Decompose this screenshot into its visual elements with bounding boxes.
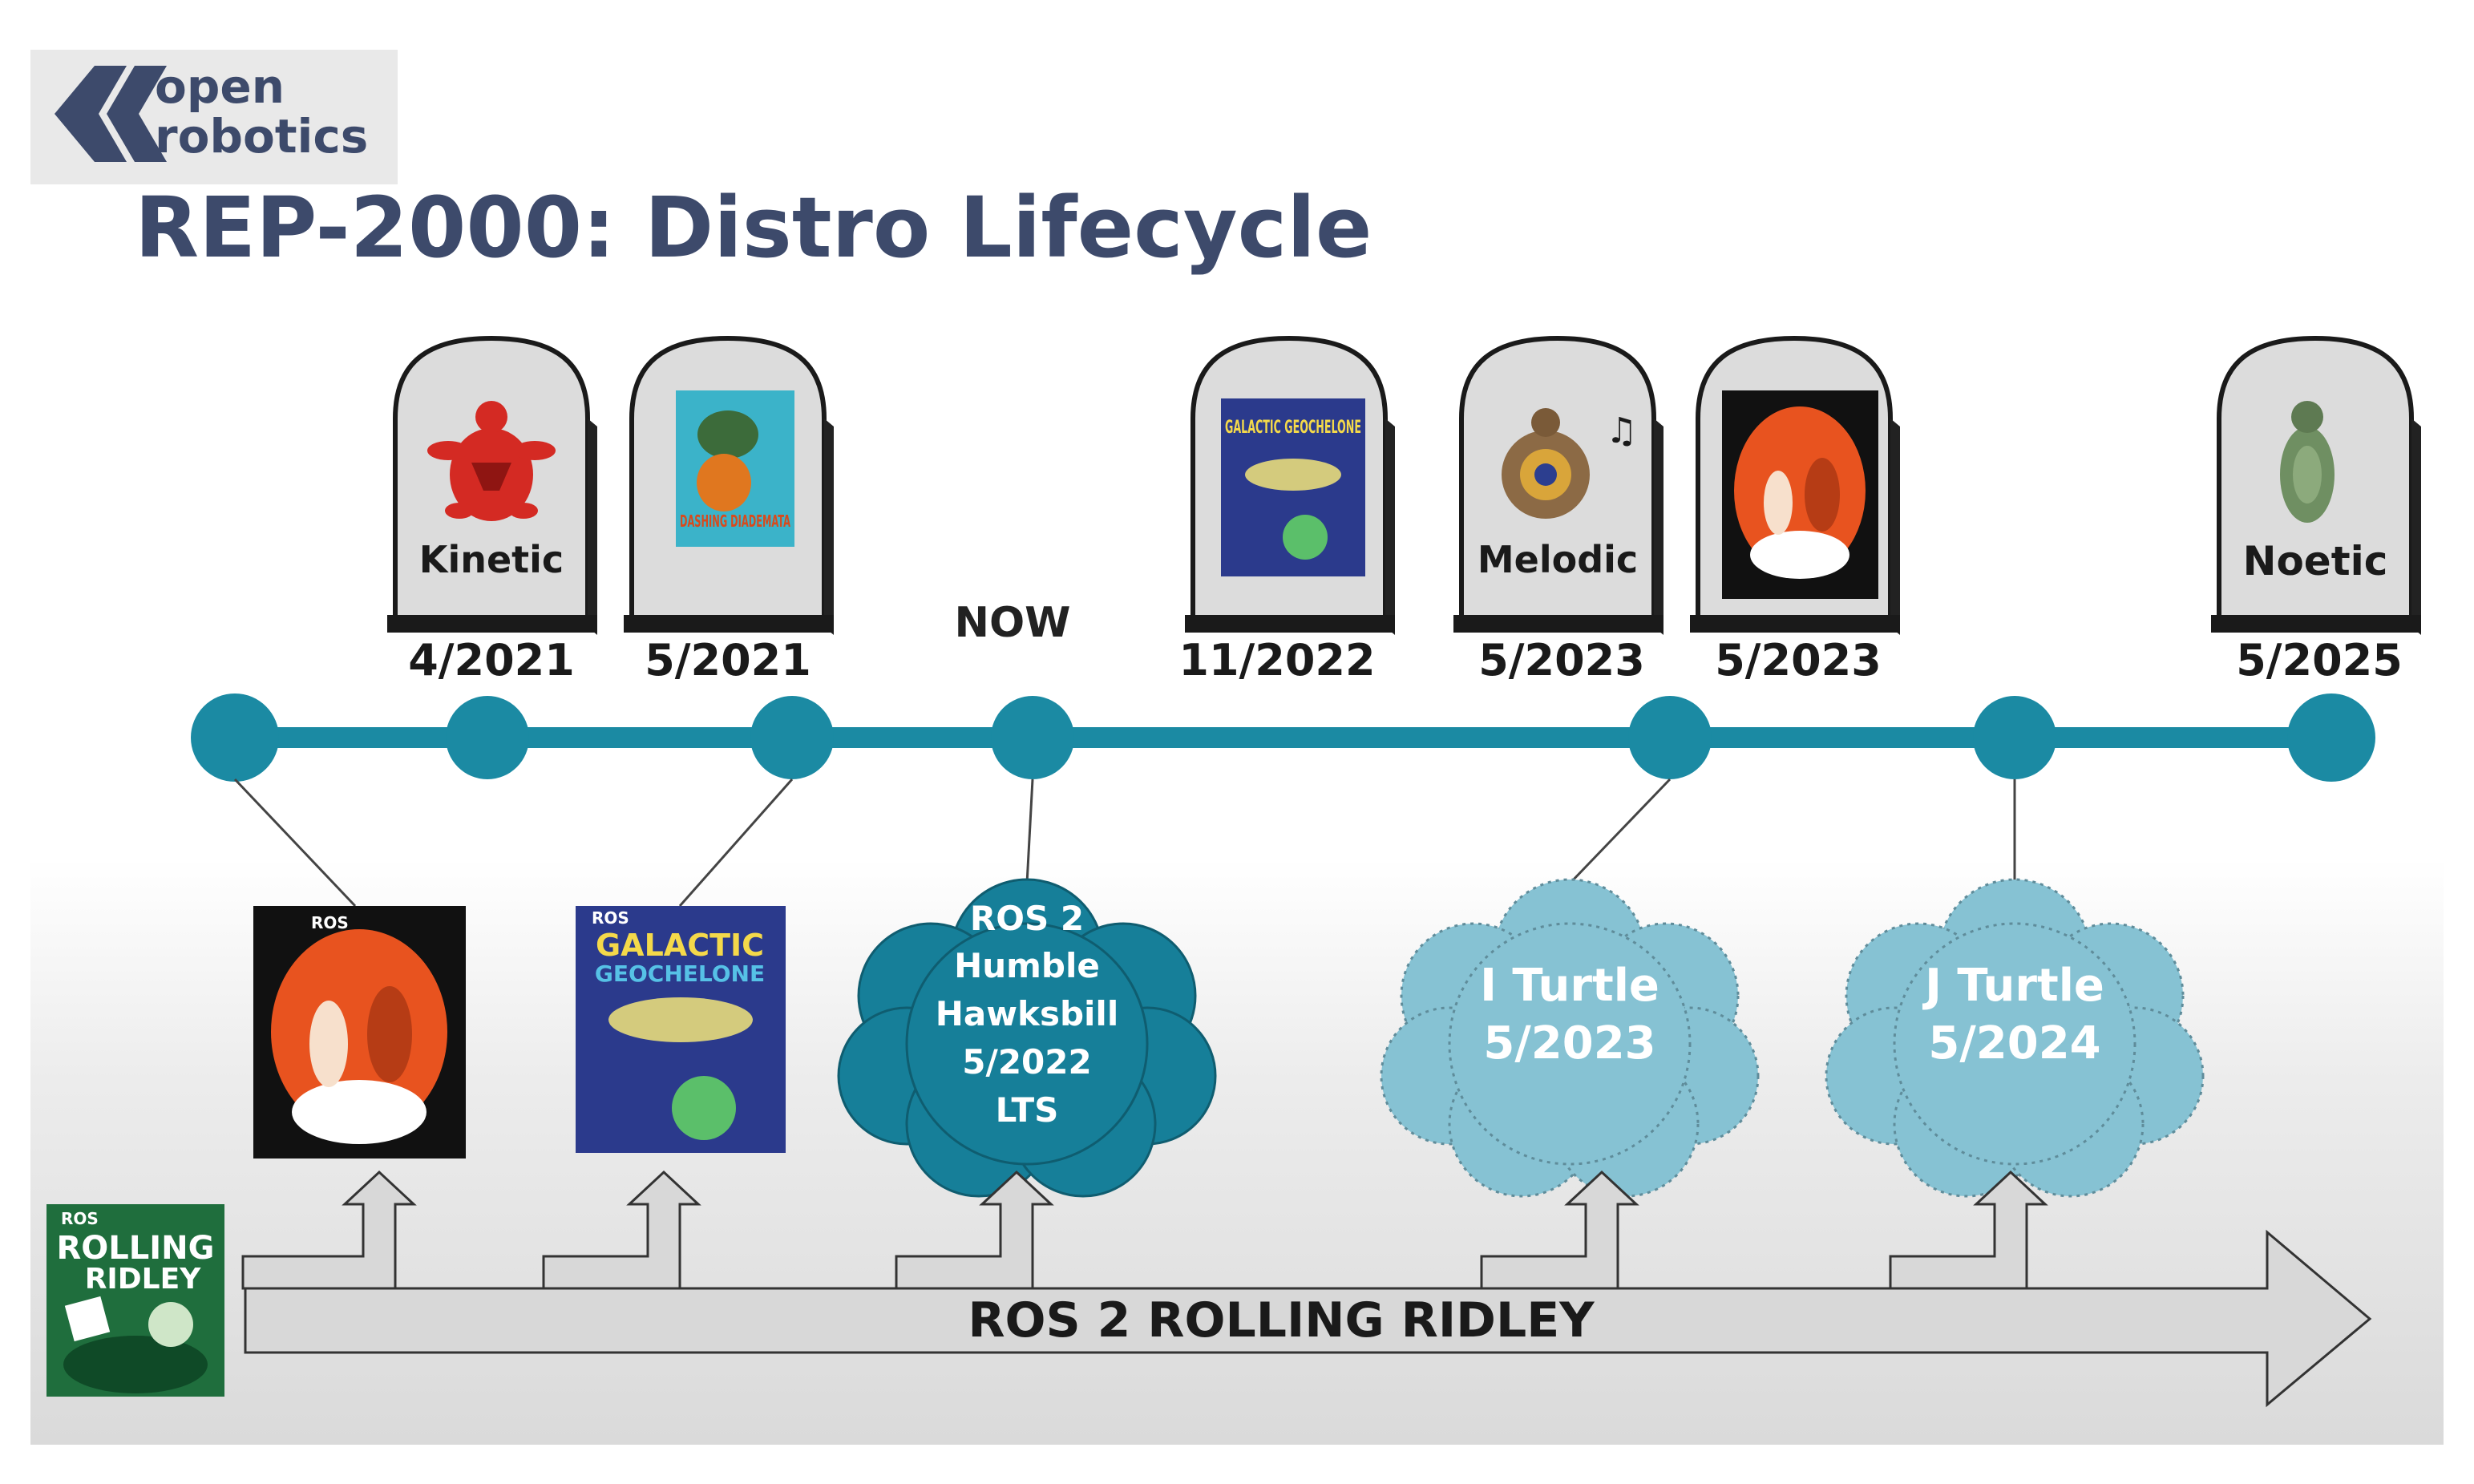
noetic-turtle-icon — [2280, 401, 2335, 523]
cloud-line: Humble — [954, 946, 1100, 985]
cloud-line: 5/2023 — [1483, 1017, 1655, 1070]
cloud-line: J Turtle — [1922, 960, 2104, 1012]
connector-lines — [233, 778, 2016, 908]
poster-text: DASHING DIADEMATA — [680, 512, 790, 531]
galactic-poster: ROS GALACTIC GEOCHELONE — [576, 906, 786, 1153]
tombstone-label: Noetic — [2243, 538, 2388, 584]
tombstone-noetic: Noetic — [2211, 338, 2421, 635]
foxy-fitzroy-poster-icon — [271, 929, 447, 1144]
now-label: NOW — [954, 599, 1070, 647]
music-note-icon: ♫ — [1606, 410, 1637, 451]
j-turtle-cloud: J Turtle 5/2024 — [1825, 878, 2205, 1198]
slide: open robotics REP-2000: Distro Lifecycle… — [30, 50, 2444, 1445]
foxy-poster: ROS — [253, 906, 466, 1158]
red-turtle-icon — [427, 401, 556, 521]
galactic-geochelone-poster-icon: GALACTIC GEOCHELONE — [1221, 398, 1365, 576]
poster-ros-text: ROS — [61, 1209, 99, 1228]
open-robotics-logo: open robotics — [30, 50, 398, 184]
branch-arrows — [241, 1170, 2048, 1290]
logo-text-open: open — [155, 59, 285, 114]
tombstone-date: 5/2021 — [645, 635, 811, 685]
cloud-line: Hawksbill — [936, 994, 1118, 1033]
galactic-geochelone-poster-icon — [608, 997, 753, 1140]
humble-cloud: ROS 2 Humble Hawksbill 5/2022 LTS — [837, 878, 1217, 1198]
poster-ros-text: ROS — [592, 908, 629, 928]
tombstone-galactic: GALACTIC GEOCHELONE — [1185, 338, 1395, 635]
cloud-line: I Turtle — [1480, 960, 1659, 1012]
open-robotics-mark-icon — [55, 66, 167, 162]
rolling-ridley-poster-icon — [63, 1296, 208, 1393]
tombstone-kinetic: Kinetic — [387, 338, 597, 635]
poster-text: GALACTIC GEOCHELONE — [1225, 418, 1361, 438]
tombstone-date: 5/2023 — [1715, 635, 1882, 685]
tombstone-label: Melodic — [1478, 538, 1638, 581]
rolling-label: ROS 2 ROLLING RIDLEY — [968, 1292, 1595, 1349]
timeline-node — [191, 693, 279, 782]
poster-ros-text: ROS — [311, 913, 349, 932]
poster-title-line2: RIDLEY — [85, 1263, 202, 1296]
tombstone-melodic: ♫ Melodic — [1453, 338, 1663, 635]
poster-title-line1: ROLLING — [57, 1230, 215, 1267]
tombstone-date: 11/2022 — [1178, 635, 1375, 685]
tombstone-date: 5/2023 — [1478, 635, 1645, 685]
cloud-line: 5/2022 — [962, 1042, 1091, 1082]
page-title: REP-2000: Distro Lifecycle — [135, 179, 1372, 277]
timeline-node — [1973, 696, 2056, 779]
timeline-node — [1628, 696, 1712, 779]
tombstone-date: 4/2021 — [408, 635, 575, 685]
rolling-ridley-poster: ROS ROLLING RIDLEY — [46, 1204, 224, 1397]
dashing-diademata-poster-icon: DASHING DIADEMATA — [676, 390, 794, 547]
timeline-node — [446, 696, 529, 779]
tombstone-date: 5/2025 — [2236, 635, 2403, 685]
lifecycle-diagram: open robotics REP-2000: Distro Lifecycle… — [30, 50, 2421, 1408]
melodic-turtle-icon: ♫ — [1502, 408, 1637, 519]
tombstone-foxy — [1690, 338, 1900, 635]
cloud-line: 5/2024 — [1928, 1017, 2100, 1070]
timeline-node — [991, 696, 1074, 779]
cloud-line: ROS 2 — [970, 899, 1084, 938]
timeline-node — [750, 696, 834, 779]
foxy-fitzroy-poster-icon — [1722, 390, 1878, 599]
timeline-node — [2287, 693, 2375, 782]
poster-title-line1: GALACTIC — [596, 928, 764, 963]
cloud-line: LTS — [996, 1090, 1059, 1130]
poster-title-line2: GEOCHELONE — [595, 960, 765, 987]
tombstone-dashing: DASHING DIADEMATA — [624, 338, 834, 635]
rolling-arrow — [244, 1229, 2372, 1408]
logo-text-robotics: robotics — [155, 109, 368, 164]
tombstone-label: Kinetic — [419, 538, 564, 581]
i-turtle-cloud: I Turtle 5/2023 — [1380, 878, 1760, 1198]
